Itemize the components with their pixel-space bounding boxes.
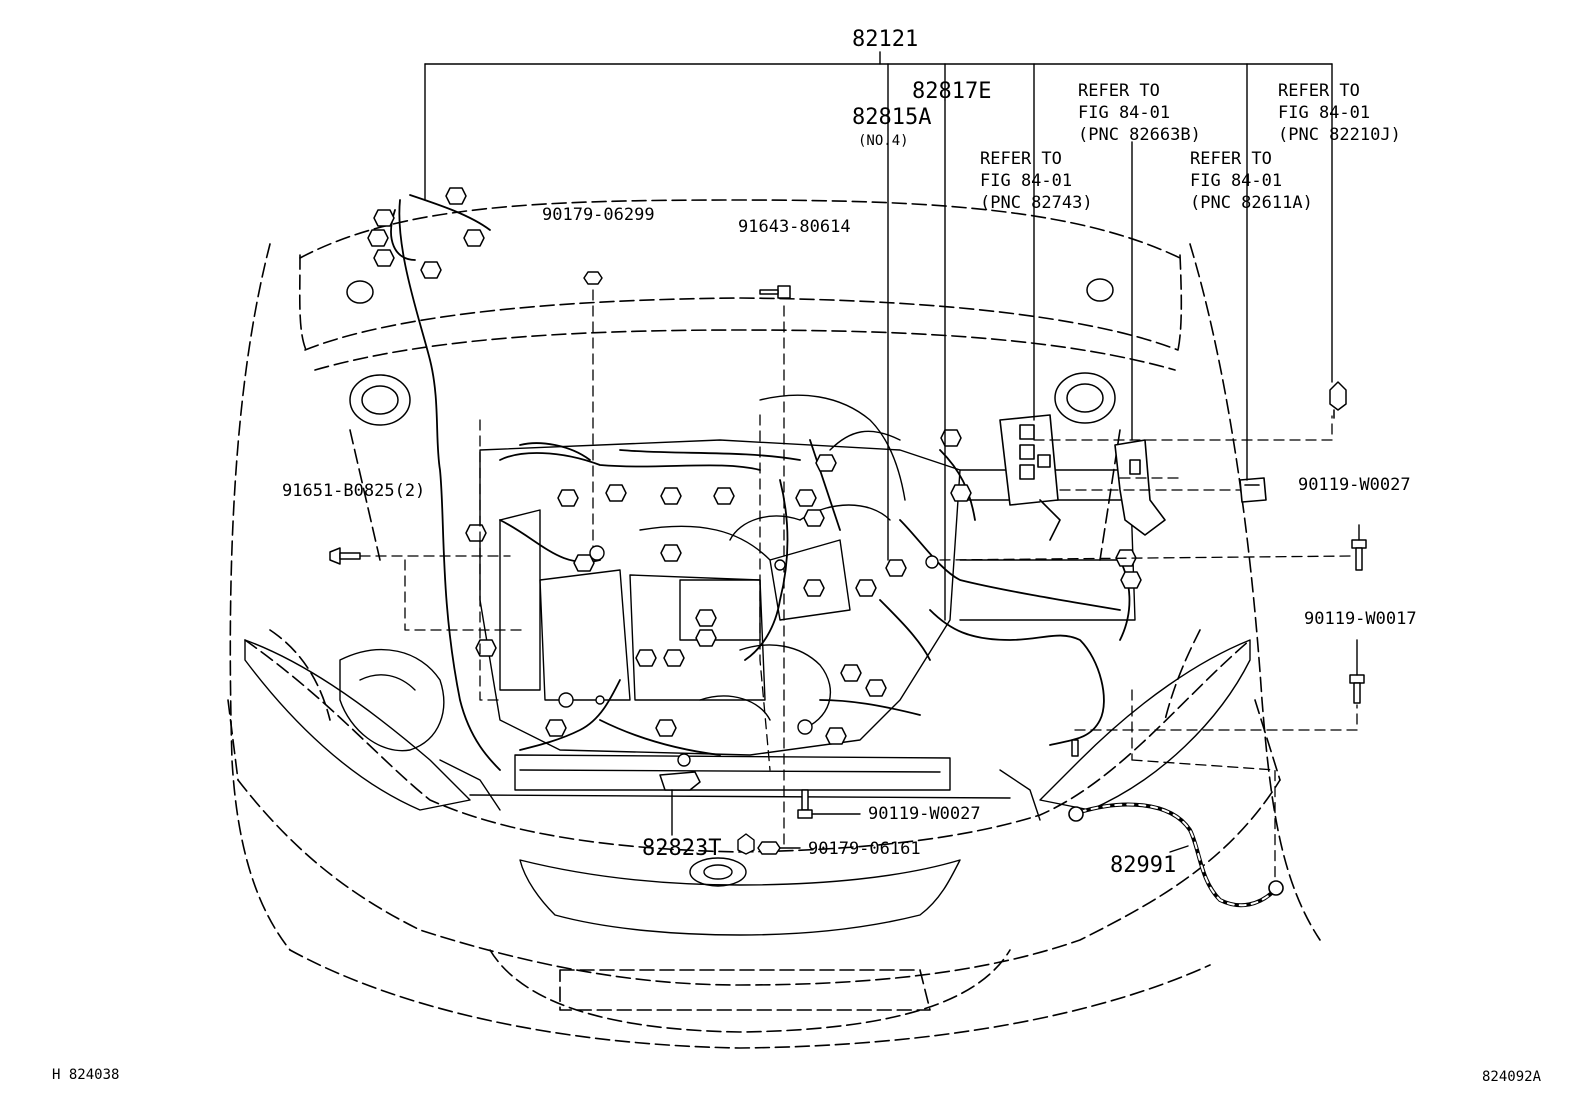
car-body-outline <box>227 199 1321 1049</box>
part-90119-W0027-right-label: 90119-W0027 <box>1298 475 1411 495</box>
fasteners <box>329 271 1367 855</box>
refer-82743-line2: FIG 84-01 <box>980 171 1073 191</box>
refer-82611A-line1: REFER TO <box>1190 149 1272 169</box>
part-91651-B0825-label: 91651-B0825(2) <box>282 481 426 501</box>
part-90179-06161-label: 90179-06161 <box>808 839 921 859</box>
figure-code-left: H 824038 <box>52 1067 120 1083</box>
harness-bracket <box>1114 439 1166 536</box>
refer-82210J-line1: REFER TO <box>1278 81 1360 101</box>
headlights <box>244 639 1251 811</box>
refer-82611A-line3: (PNC 82611A) <box>1190 193 1313 213</box>
refer-82210J: REFER TO FIG 84-01 (PNC 82210J) <box>1278 80 1401 146</box>
refer-82743-line1: REFER TO <box>980 149 1062 169</box>
refer-82210J-line2: FIG 84-01 <box>1278 103 1371 123</box>
refer-82663B-line1: REFER TO <box>1078 81 1160 101</box>
connectors <box>367 187 1142 745</box>
refer-82663B-line2: FIG 84-01 <box>1078 103 1171 123</box>
grommets <box>558 545 939 767</box>
part-90179-06299-label: 90179-06299 <box>542 205 655 225</box>
refer-82663B-line3: (PNC 82663B) <box>1078 125 1201 145</box>
part-90119-W0027-bottom-label: 90119-W0027 <box>868 804 981 824</box>
part-82815A-label: 82815A <box>852 105 932 130</box>
front-grille <box>519 857 961 936</box>
refer-82611A: REFER TO FIG 84-01 (PNC 82611A) <box>1190 148 1313 214</box>
strut-towers <box>346 278 1116 426</box>
relay-block <box>999 414 1061 541</box>
bracket-82823T <box>659 771 701 791</box>
refer-82663B: REFER TO FIG 84-01 (PNC 82663B) <box>1078 80 1201 146</box>
part-82815A-note: (NO.4) <box>858 133 909 149</box>
refer-82611A-line2: FIG 84-01 <box>1190 171 1283 191</box>
refer-82743: REFER TO FIG 84-01 (PNC 82743) <box>980 148 1093 214</box>
part-90119-W0017-label: 90119-W0017 <box>1304 609 1417 629</box>
part-91643-80614-label: 91643-80614 <box>738 217 851 237</box>
part-82991-label: 82991 <box>1110 853 1177 878</box>
figure-code-right: 824092A <box>1482 1069 1542 1085</box>
refer-82743-line3: (PNC 82743) <box>980 193 1093 213</box>
refer-82210J-line3: (PNC 82210J) <box>1278 125 1401 145</box>
ground-strap-82991 <box>1068 802 1284 908</box>
sensor-connector <box>1239 477 1267 503</box>
part-82121-label: 82121 <box>852 27 919 52</box>
part-82817E-label: 82817E <box>912 79 992 104</box>
fuse-holder <box>1329 381 1347 419</box>
part-82823T-label: 82823T <box>642 836 722 861</box>
dashed-leaders <box>359 289 1358 881</box>
hood-latch <box>737 833 755 855</box>
leader-lines <box>424 51 1360 853</box>
